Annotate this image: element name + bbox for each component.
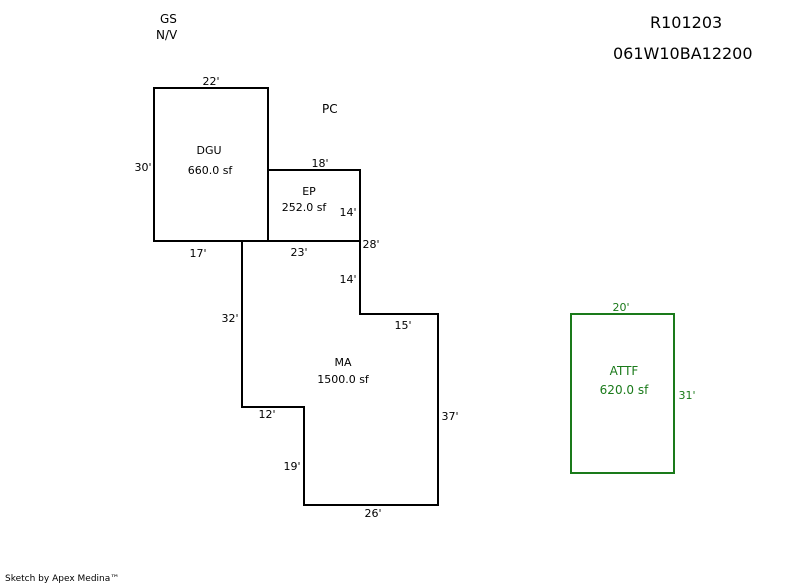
gs-label: GS [160, 12, 177, 26]
pc-label: PC [322, 102, 338, 116]
dim-attf-top: 20' [612, 301, 629, 314]
dgu-shape [153, 87, 269, 242]
ma-name: MA [334, 356, 351, 369]
attf-shape [570, 313, 675, 474]
nv-label: N/V [156, 28, 178, 42]
dim-ma-12: 12' [258, 408, 275, 421]
dim-ep-bottom: 23' [290, 246, 307, 259]
ep-name: EP [302, 185, 316, 198]
ep-area: 252.0 sf [282, 201, 328, 214]
dgu-area: 660.0 sf [188, 164, 234, 177]
dim-ma-19: 19' [283, 460, 300, 473]
dim-ep-right: 14' [339, 206, 356, 219]
sketch-credit: Sketch by Apex Medina™ [5, 574, 120, 584]
dim-ma-32: 32' [221, 312, 238, 325]
dim-ma-15: 15' [394, 319, 411, 332]
dim-dgu-top: 22' [202, 75, 219, 88]
dim-ma-28: 28' [362, 238, 379, 251]
dim-ma-14: 14' [339, 273, 356, 286]
ma-area: 1500.0 sf [317, 373, 370, 386]
dim-ma-37: 37' [441, 410, 458, 423]
dim-dgu-left: 30' [134, 161, 151, 174]
dim-ep-top: 18' [311, 157, 328, 170]
ma-shape [241, 240, 439, 506]
dim-ma-26: 26' [364, 507, 381, 520]
parcel-id: 061W10BA12200 [613, 44, 753, 63]
dim-dgu-bottom: 17' [189, 247, 206, 260]
dgu-name: DGU [196, 144, 221, 157]
attf-name: ATTF [610, 364, 639, 378]
dim-attf-right: 31' [678, 389, 695, 402]
record-id: R101203 [650, 13, 723, 32]
attf-area: 620.0 sf [600, 383, 649, 397]
